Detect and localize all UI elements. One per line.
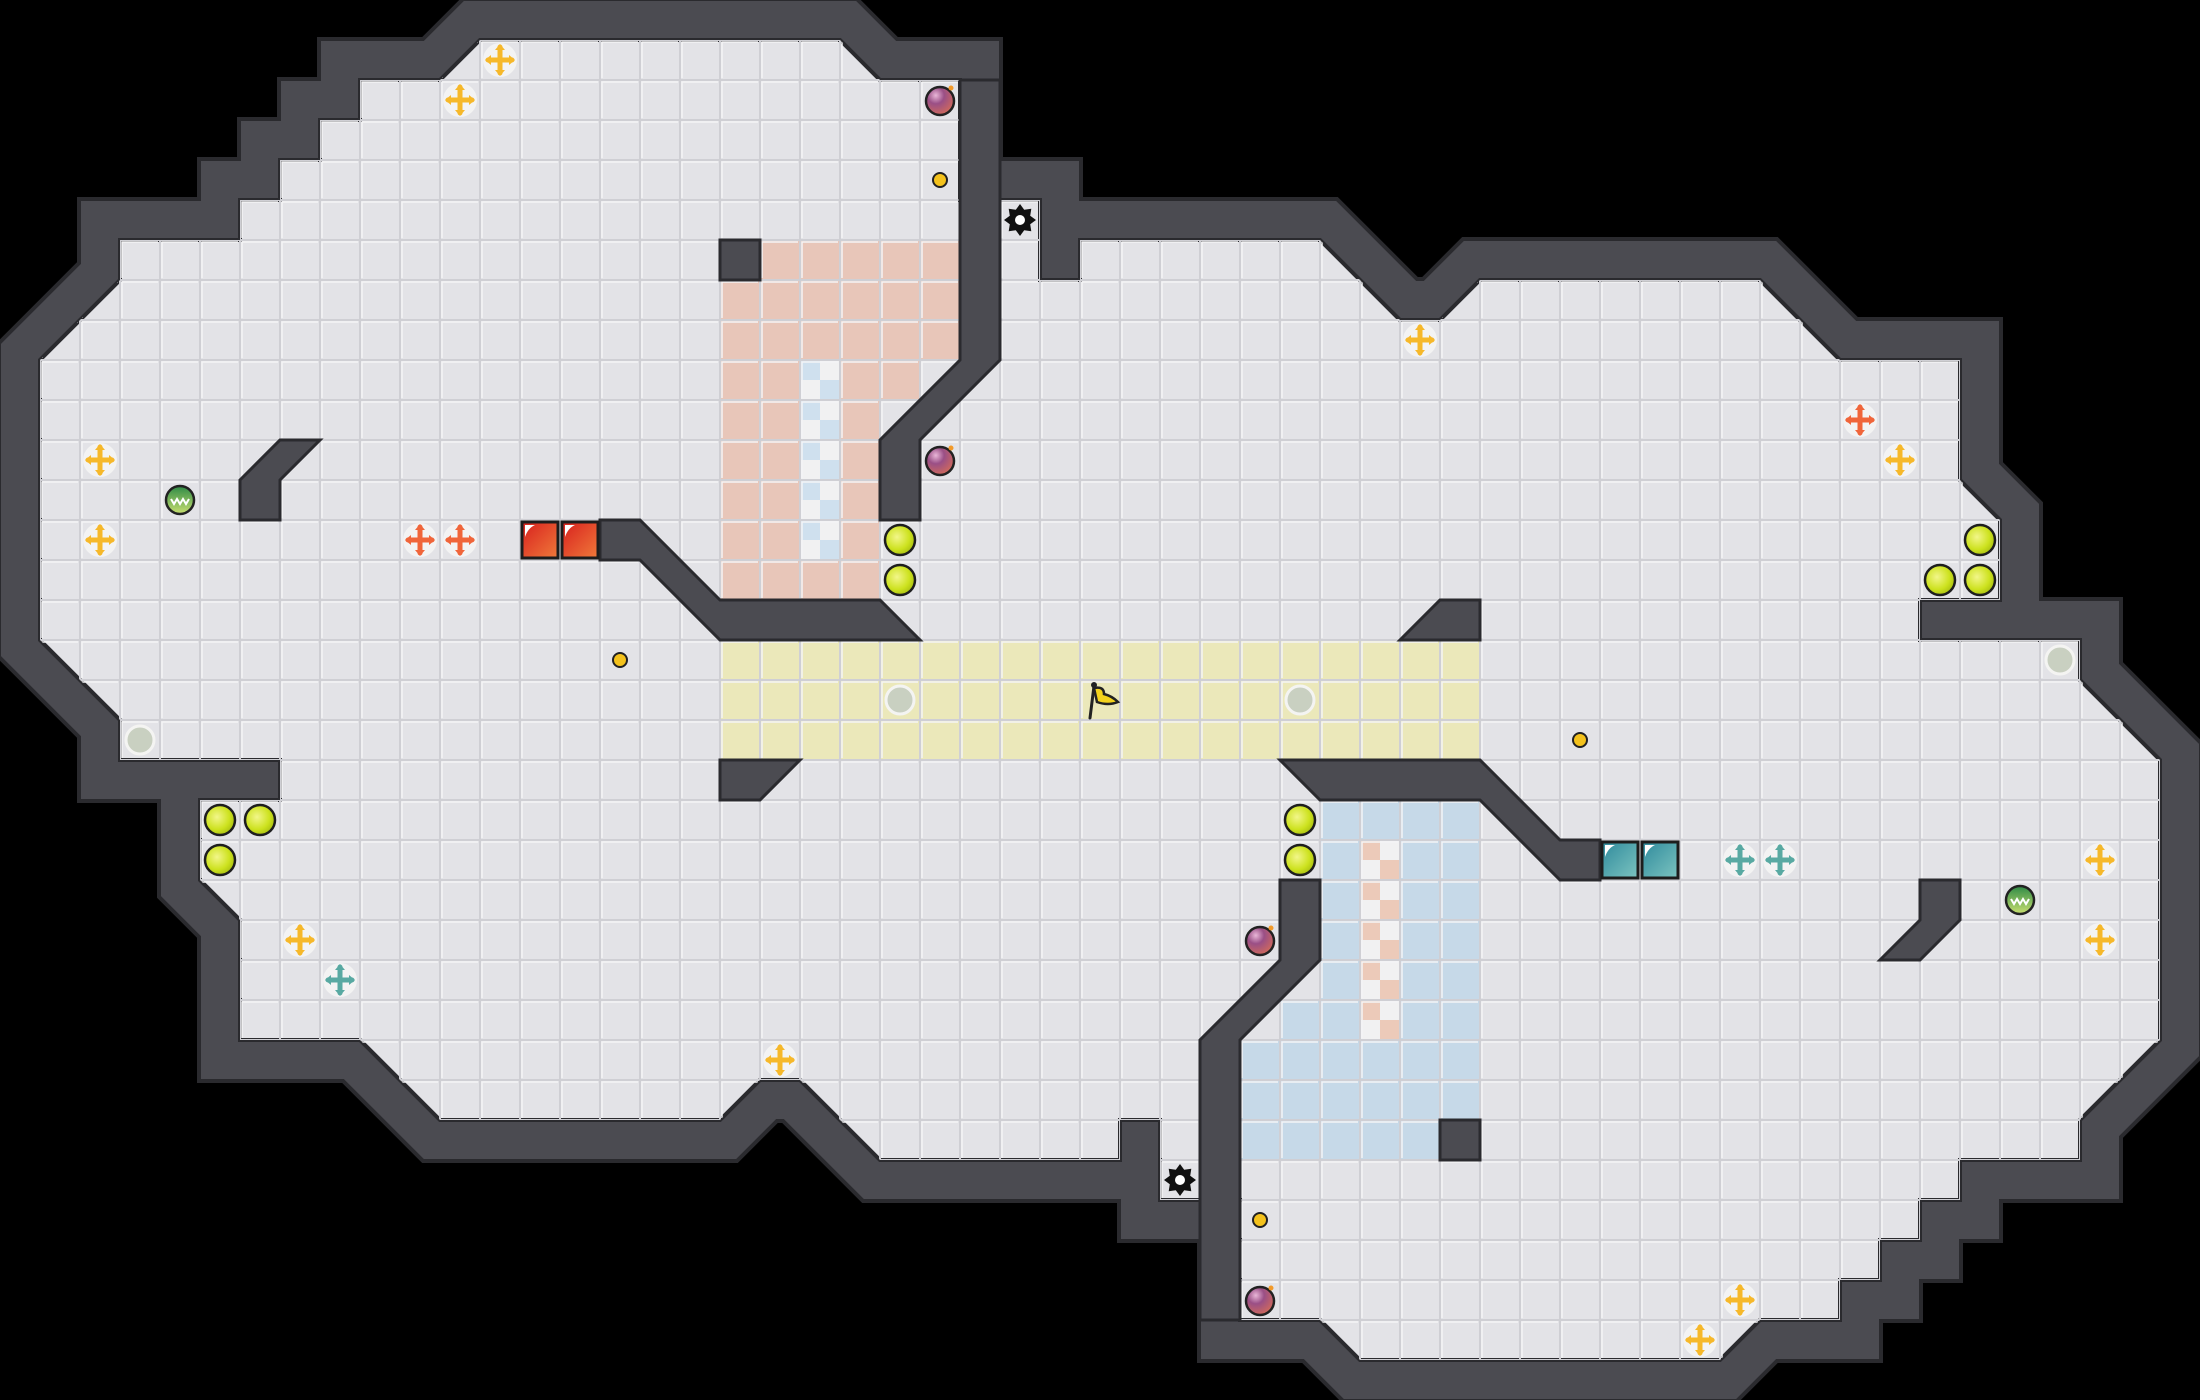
boost-neutral-icon — [83, 443, 117, 477]
button-icon — [1572, 732, 1588, 748]
inner-walls — [238, 78, 1962, 1322]
boost-neutral-icon — [763, 1043, 797, 1077]
powerup-icon — [1963, 523, 1997, 557]
powerup-icon — [1283, 843, 1317, 877]
powerup-icon — [883, 523, 917, 557]
powerup-icon — [1963, 563, 1997, 597]
red-team-tile-icon — [520, 520, 560, 560]
button-icon — [932, 172, 948, 188]
inactive-powerup-icon — [884, 684, 916, 716]
boost-blue-icon — [323, 963, 357, 997]
boost-neutral-icon — [483, 43, 517, 77]
inner-wall — [238, 438, 324, 522]
boost-neutral-icon — [443, 83, 477, 117]
inner-wall — [1276, 758, 1602, 882]
red-team-tile-icon — [560, 520, 600, 560]
boost-neutral-icon — [1723, 1283, 1757, 1317]
powerup-icon — [203, 803, 237, 837]
blue-team-tile-icon — [1640, 840, 1680, 880]
boost-red-icon — [403, 523, 437, 557]
inactive-powerup-icon — [1284, 684, 1316, 716]
inner-wall — [718, 758, 804, 802]
gear-spike-icon — [1004, 204, 1036, 236]
powerup-icon — [1283, 803, 1317, 837]
rolling-bomb-icon — [2004, 884, 2036, 916]
neutral-flag-icon — [1088, 682, 1121, 720]
boost-neutral-icon — [1683, 1323, 1717, 1357]
bomb-icon — [924, 445, 956, 477]
boost-neutral-icon — [2083, 843, 2117, 877]
inner-wall — [1876, 878, 1962, 962]
map-entities — [83, 43, 2117, 1357]
bomb-icon — [1244, 1285, 1276, 1317]
boost-neutral-icon — [283, 923, 317, 957]
inner-wall — [718, 238, 762, 282]
boost-neutral-icon — [1403, 323, 1437, 357]
boost-blue-icon — [1723, 843, 1757, 877]
inner-wall — [1396, 598, 1482, 642]
gear-spike-icon — [1164, 1164, 1196, 1196]
inner-wall — [1198, 878, 1322, 1322]
inner-wall — [1438, 1118, 1482, 1162]
boost-neutral-icon — [83, 523, 117, 557]
boost-red-icon — [1843, 403, 1877, 437]
rolling-bomb-icon — [164, 484, 196, 516]
button-icon — [612, 652, 628, 668]
bomb-icon — [924, 85, 956, 117]
powerup-icon — [1923, 563, 1957, 597]
inner-wall — [598, 518, 924, 642]
inactive-powerup-icon — [124, 724, 156, 756]
boost-neutral-icon — [1883, 443, 1917, 477]
inner-wall — [878, 78, 1002, 522]
powerup-icon — [203, 843, 237, 877]
boost-neutral-icon — [2083, 923, 2117, 957]
inactive-powerup-icon — [2044, 644, 2076, 676]
powerup-icon — [883, 563, 917, 597]
boost-blue-icon — [1763, 843, 1797, 877]
boost-red-icon — [443, 523, 477, 557]
blue-team-tile-icon — [1600, 840, 1640, 880]
bomb-icon — [1244, 925, 1276, 957]
button-icon — [1252, 1212, 1268, 1228]
powerup-icon — [243, 803, 277, 837]
